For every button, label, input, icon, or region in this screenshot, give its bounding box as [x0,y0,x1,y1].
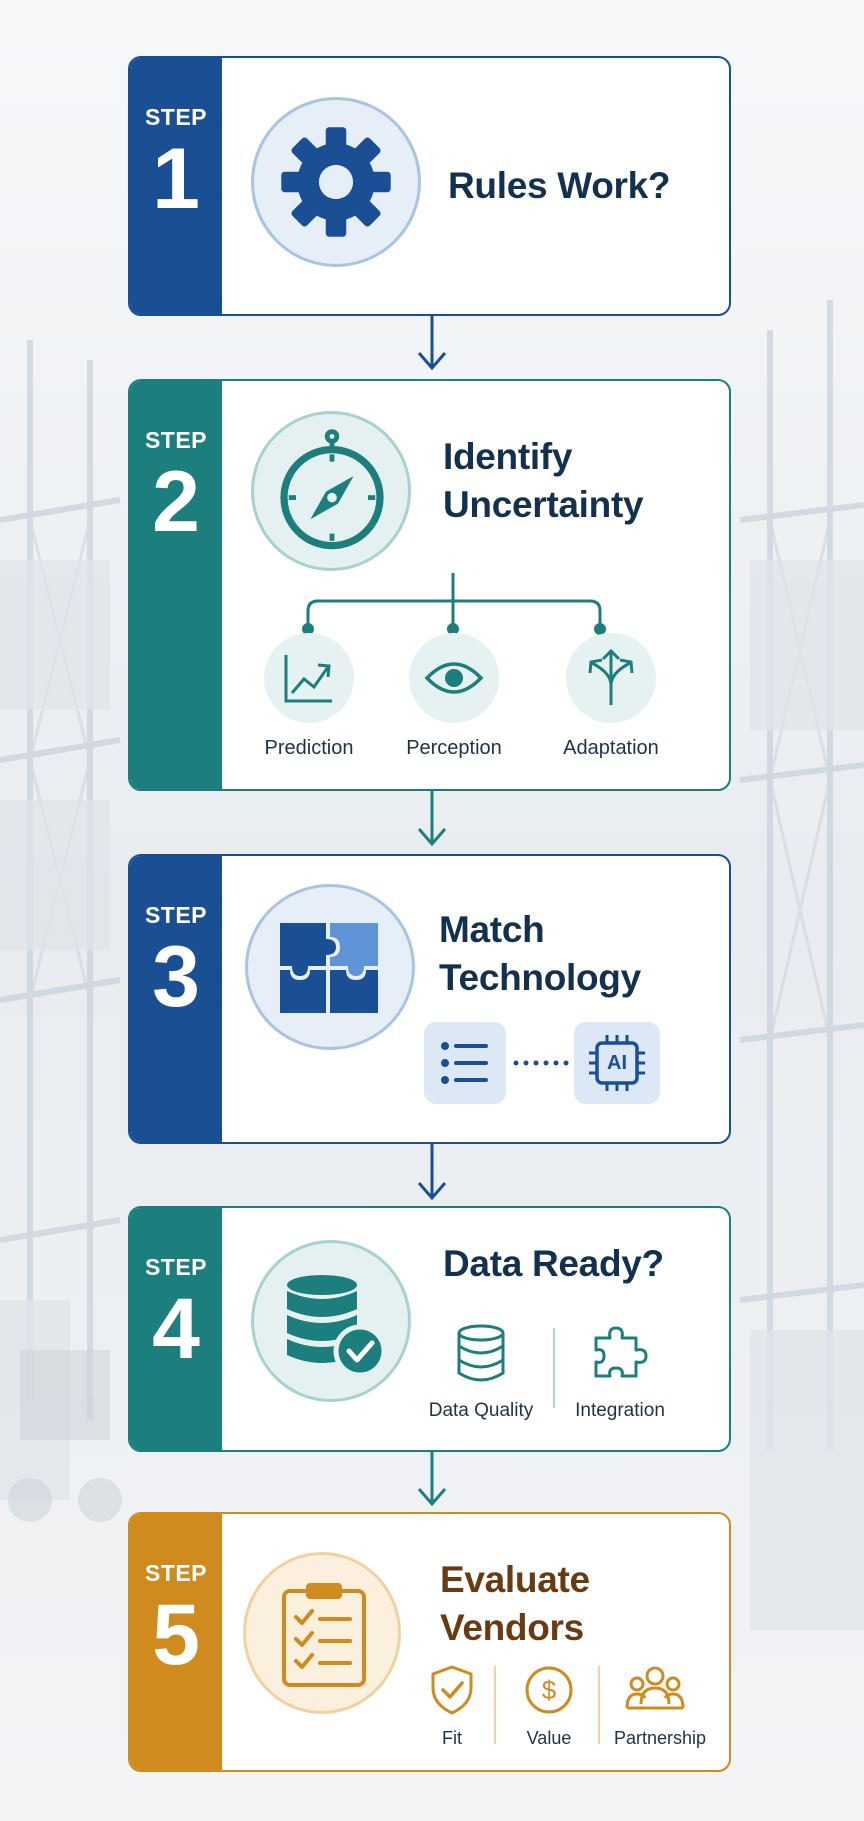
value-label: Value [526,1728,572,1748]
divider [598,1666,600,1744]
step-number: 5 [152,1587,200,1683]
step-number: 4 [152,1281,200,1377]
step-title: Rules Work? [448,165,671,206]
step-label: STEP [144,1560,208,1586]
arrow-2-to-3 [417,789,447,847]
puzzle-icon [280,923,378,1013]
adaptation-label: Adaptation [563,737,659,759]
eye-icon [424,662,484,694]
divider [494,1666,496,1744]
shield-check-icon [431,1665,473,1715]
branch-connector [302,573,606,635]
step-card-4: STEP 4 Data Ready? Data Quality Integrat… [128,1206,731,1452]
step-number: 1 [152,131,200,227]
gear-icon-circle [251,97,421,267]
step-title: Match Technology [439,909,641,998]
clipboard-checklist-icon [282,1583,366,1687]
step-title: Identify Uncertainty [443,436,644,525]
list-icon [441,1042,488,1084]
step-card-2: STEP 2 Identify Uncertainty Pred [128,379,731,791]
step-band-4: STEP 4 [130,1208,222,1450]
gear-icon [281,127,391,237]
divider [553,1328,555,1408]
step-title: Data Ready? [443,1243,664,1284]
step-band-3: STEP 3 [130,856,222,1142]
step-label: STEP [144,1254,208,1280]
fit-label: Fit [442,1728,462,1748]
database-check-icon-circle [251,1240,411,1402]
puzzle-icon-circle [245,884,415,1050]
step-card-1: STEP 1 Rules Work? [128,56,731,316]
step-label: STEP [144,427,208,453]
compass-icon [280,429,384,550]
people-group-icon [625,1666,685,1710]
compass-icon-circle [251,411,411,571]
perception-label: Perception [406,737,502,759]
trend-chart-icon [284,655,332,703]
step-label: STEP [144,104,208,130]
arrow-4-to-5 [417,1449,447,1507]
integration-label: Integration [575,1400,665,1421]
step-label: STEP [144,902,208,928]
step-number: 3 [152,929,200,1025]
database-icon [457,1324,505,1382]
step-title: Evaluate Vendors [440,1559,590,1648]
ai-chip-icon [589,1035,645,1091]
list-icon-tile [424,1022,506,1104]
step-band-5: STEP 5 [130,1514,222,1770]
dollar-coin-icon: $ [525,1666,573,1714]
database-check-icon [287,1275,387,1377]
ai-chip-label: AI [607,1052,627,1074]
arrow-1-to-2 [417,313,447,371]
step-card-5: STEP 5 Evaluate Vendors Fit $ Value [128,1512,731,1772]
arrow-3-to-4 [417,1143,447,1201]
branch-arrows-icon [588,648,634,705]
step-band-2: STEP 2 [130,381,222,789]
svg-text:$: $ [542,1675,557,1705]
prediction-icon-circle [264,633,354,723]
puzzle-piece-icon [594,1326,648,1378]
ai-chip-icon-tile: AI [574,1022,660,1104]
dotted-connector [513,1060,569,1066]
data-quality-label: Data Quality [428,1400,534,1421]
partnership-label: Partnership [613,1728,707,1748]
clipboard-icon-circle [243,1552,401,1714]
adaptation-icon-circle [566,633,656,723]
perception-icon-circle [409,633,499,723]
prediction-label: Prediction [264,737,354,759]
step-card-3: STEP 3 Match Technology [128,854,731,1144]
step-number: 2 [152,454,200,550]
step-band-1: STEP 1 [130,58,222,314]
